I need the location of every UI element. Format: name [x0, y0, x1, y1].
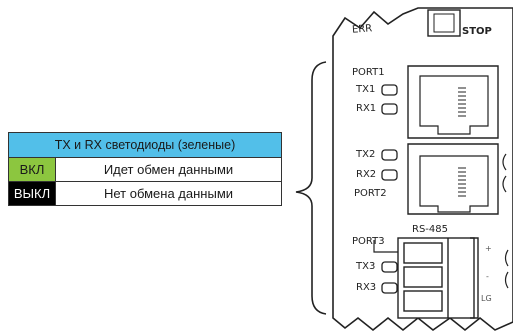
tx3-label: TX3 [356, 261, 376, 272]
tx2-led [381, 149, 398, 161]
legend-row-off: ВЫКЛ Нет обмена данными [8, 181, 282, 206]
state-on-description: Идет обмен данными [55, 157, 282, 182]
legend-row-on: ВКЛ Идет обмен данными [8, 157, 282, 182]
minus-label: - [486, 272, 489, 281]
state-off-description: Нет обмена данными [55, 181, 282, 206]
port1-label: PORT1 [352, 67, 385, 78]
rx2-label: RX2 [356, 169, 377, 180]
rx3-label: RX3 [356, 282, 377, 293]
rs485-terminal [397, 237, 479, 319]
stop-label: STOP [462, 26, 492, 37]
port1-jack [407, 65, 499, 139]
rx1-label: RX1 [356, 103, 377, 114]
state-on-cell: ВКЛ [8, 157, 56, 182]
port2-label: PORT2 [354, 188, 387, 199]
rx2-led [381, 169, 398, 181]
plus-label: + [485, 244, 492, 253]
led-legend-table: TX и RX светодиоды (зеленые) ВКЛ Идет об… [8, 132, 282, 206]
port3-label: PORT3 [352, 236, 385, 247]
rs485-label: RS-485 [412, 224, 448, 235]
port2-jack [407, 143, 499, 215]
top-partial-label: ERR [351, 23, 373, 36]
group-brace [295, 61, 327, 315]
tx2-label: TX2 [356, 149, 376, 160]
rx1-led [381, 103, 398, 115]
tx1-label: TX1 [356, 84, 376, 95]
rx3-led [381, 282, 398, 294]
tx3-led [381, 261, 398, 273]
legend-title: TX и RX светодиоды (зеленые) [8, 132, 282, 158]
lg-label: LG [481, 294, 492, 303]
tx1-led [381, 84, 398, 96]
state-off-cell: ВЫКЛ [8, 181, 56, 206]
